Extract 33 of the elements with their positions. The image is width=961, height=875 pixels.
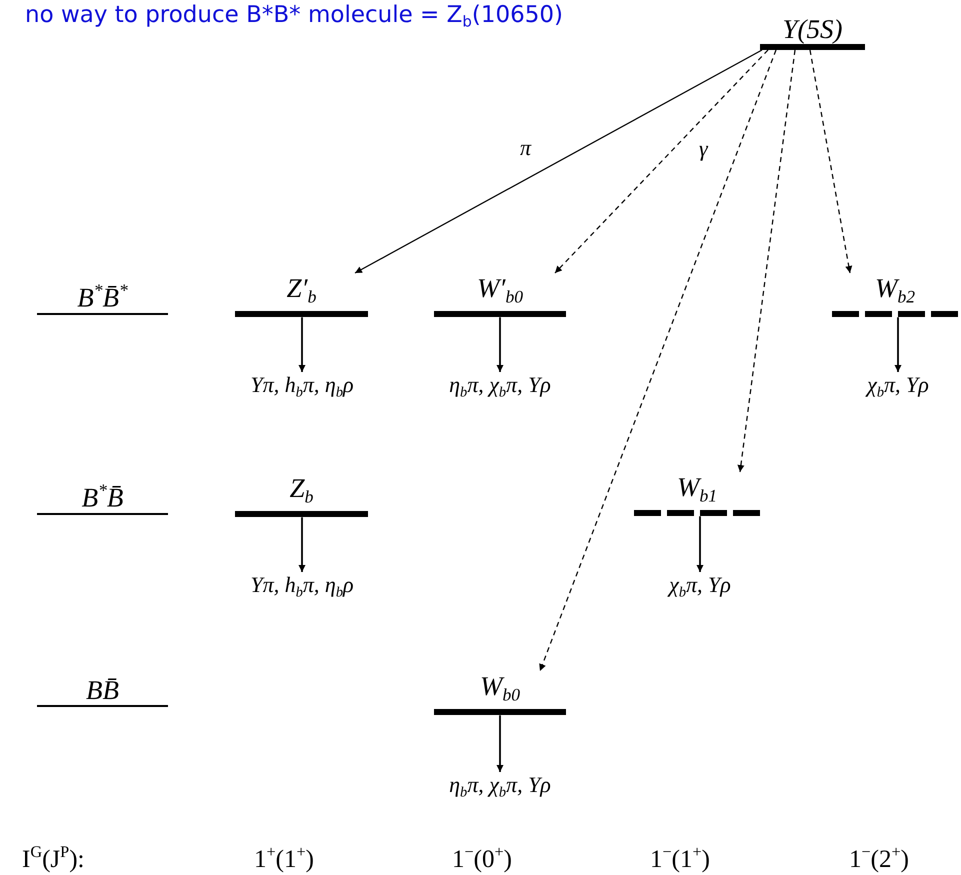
threshold-label: BB̄ bbox=[86, 675, 119, 705]
arrow bbox=[496, 715, 504, 772]
arrow bbox=[496, 317, 504, 372]
arrow bbox=[696, 516, 704, 572]
arrow bbox=[354, 49, 762, 274]
decay-products: Υπ, h$_{b}$π, η$_{b}$ρ bbox=[250, 372, 354, 406]
dashed-arrow bbox=[809, 50, 852, 274]
threshold-label: B$^{*}$B̄$^{*}$ bbox=[77, 279, 128, 313]
heading: no way to produce B*B* molecule = Z$_{b}$(10650) bbox=[25, 2, 564, 30]
quantum-numbers: 1$^{−}$(1$^{+}$) bbox=[650, 842, 710, 874]
quantum-number-heading: I$^{G}$(J$^{P}$): bbox=[22, 842, 84, 874]
state-label: Z$_{b}$ bbox=[290, 473, 314, 508]
dashed-arrow bbox=[554, 50, 768, 274]
state-label: Z′$_{b}$ bbox=[286, 273, 316, 308]
state-label: W$_{b2}$ bbox=[874, 273, 916, 308]
state-label: Υ(5S) bbox=[782, 14, 842, 44]
decay-products: η$_{b}$π, χ$_{b}$π, Υρ bbox=[449, 772, 551, 806]
dashed-arrow bbox=[737, 50, 796, 472]
threshold-label: B$^{*}$B̄ bbox=[82, 479, 124, 513]
state-label: W$_{b0}$ bbox=[480, 671, 520, 706]
decay-products: Υπ, h$_{b}$π, η$_{b}$ρ bbox=[250, 572, 354, 606]
quantum-numbers: 1$^{−}$(0$^{+}$) bbox=[452, 842, 512, 874]
decay-products: χ$_{b}$π, Υρ bbox=[669, 572, 731, 606]
state-label: W′$_{b0}$ bbox=[477, 273, 523, 308]
quantum-numbers: 1$^{+}$(1$^{+}$) bbox=[254, 842, 314, 874]
decay-products: χ$_{b}$π, Υρ bbox=[867, 372, 929, 406]
dashed-arrow bbox=[539, 50, 777, 672]
arrow bbox=[298, 317, 306, 372]
arrow bbox=[298, 517, 306, 572]
arrow bbox=[894, 317, 902, 372]
decay-products: η$_{b}$π, χ$_{b}$π, Υρ bbox=[449, 372, 551, 406]
quantum-numbers: 1$^{−}$(2$^{+}$) bbox=[849, 842, 909, 874]
state-label: W$_{b1}$ bbox=[676, 472, 718, 508]
